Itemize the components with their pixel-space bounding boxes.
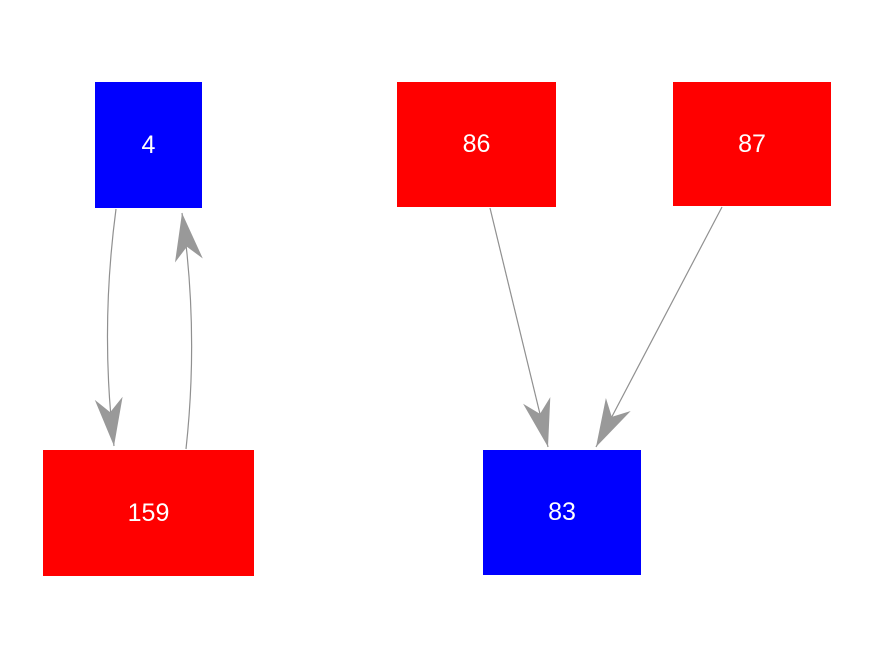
node-86-label: 86 [462, 130, 491, 158]
node-159[interactable]: 159 [43, 450, 254, 576]
edge-159-to-4 [181, 212, 193, 450]
node-159-label: 159 [127, 498, 170, 527]
edge-87-to-83 [595, 206, 723, 448]
arrowhead-87-to-83 [596, 398, 631, 447]
node-87-label: 87 [738, 129, 766, 158]
node-87[interactable]: 87 [673, 82, 831, 206]
node-4[interactable]: 4 [95, 82, 202, 208]
node-83[interactable]: 83 [483, 450, 641, 575]
arrowhead-159-to-4 [175, 213, 203, 263]
edge-86-to-83 [489, 207, 549, 448]
arrowhead-4-to-159 [94, 396, 123, 446]
edge-4-to-159 [106, 208, 117, 447]
node-4-label: 4 [141, 130, 156, 159]
node-86[interactable]: 86 [397, 82, 556, 207]
arrowhead-86-to-83 [523, 397, 551, 447]
node-83-label: 83 [548, 498, 576, 526]
